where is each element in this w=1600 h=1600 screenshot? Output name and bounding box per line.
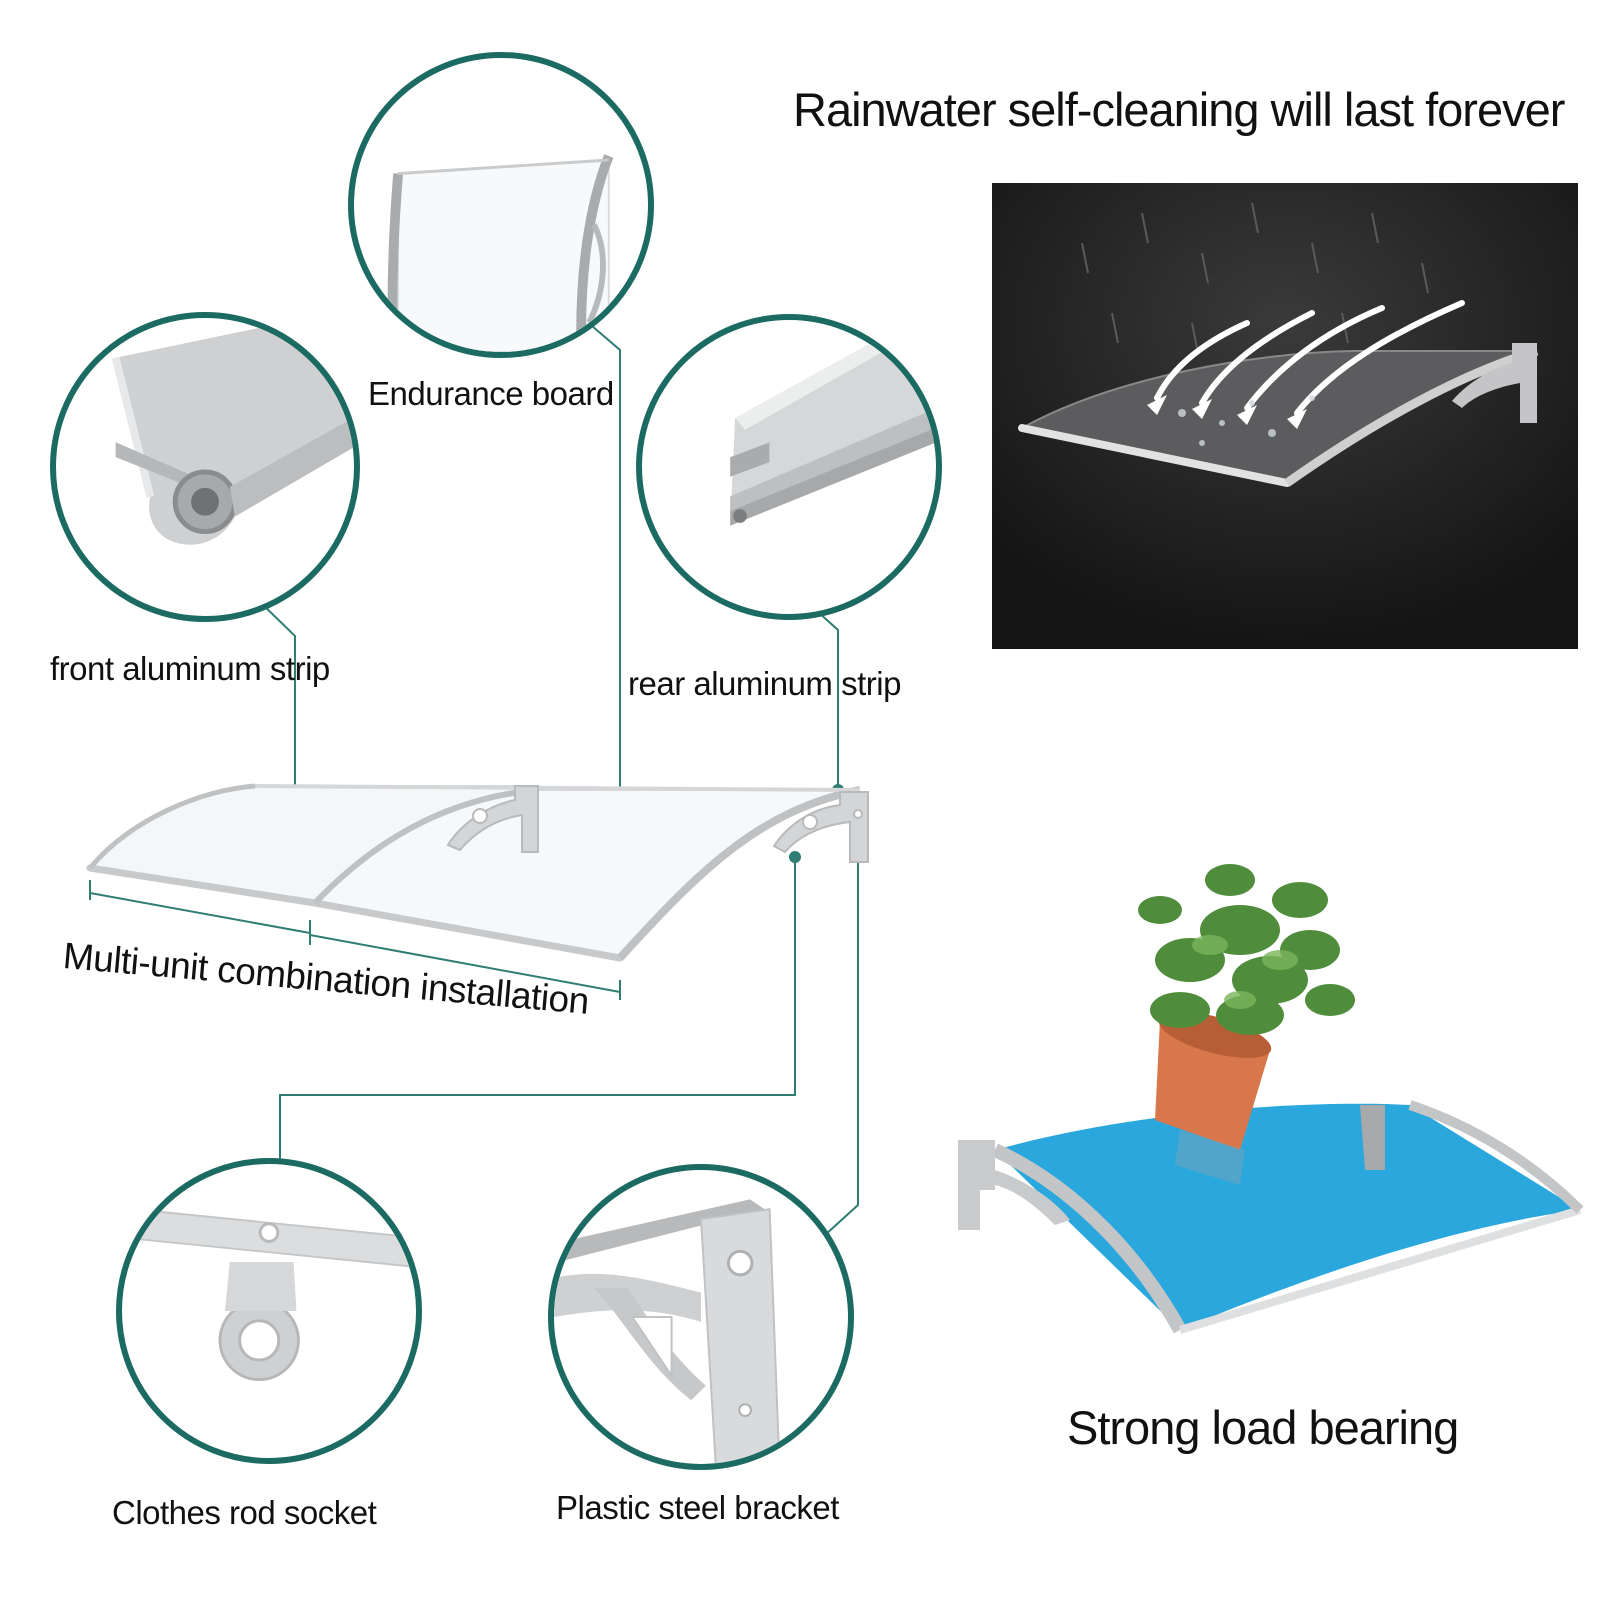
clothes-rod-socket-label: Clothes rod socket xyxy=(112,1494,377,1531)
plastic-steel-bracket-callout xyxy=(548,1164,854,1470)
rain-canopy-image xyxy=(992,183,1578,649)
front-aluminum-strip-label: front aluminum strip xyxy=(50,650,330,687)
rain-headline: Rainwater self-cleaning will last foreve… xyxy=(793,83,1565,136)
load-canopy-image xyxy=(958,864,1584,1334)
rear-aluminum-strip-label: rear aluminum strip xyxy=(628,665,901,702)
endurance-board-label: Endurance board xyxy=(368,375,614,412)
clothes-rod-socket-callout xyxy=(116,1158,422,1464)
load-headline: Strong load bearing xyxy=(1067,1401,1459,1454)
rain-panel xyxy=(992,183,1578,649)
front-aluminum-strip-callout xyxy=(50,312,360,622)
plastic-steel-bracket-label: Plastic steel bracket xyxy=(556,1489,839,1526)
endurance-board-callout xyxy=(348,52,654,358)
rear-aluminum-strip-callout xyxy=(636,314,942,620)
load-panel xyxy=(940,840,1590,1380)
